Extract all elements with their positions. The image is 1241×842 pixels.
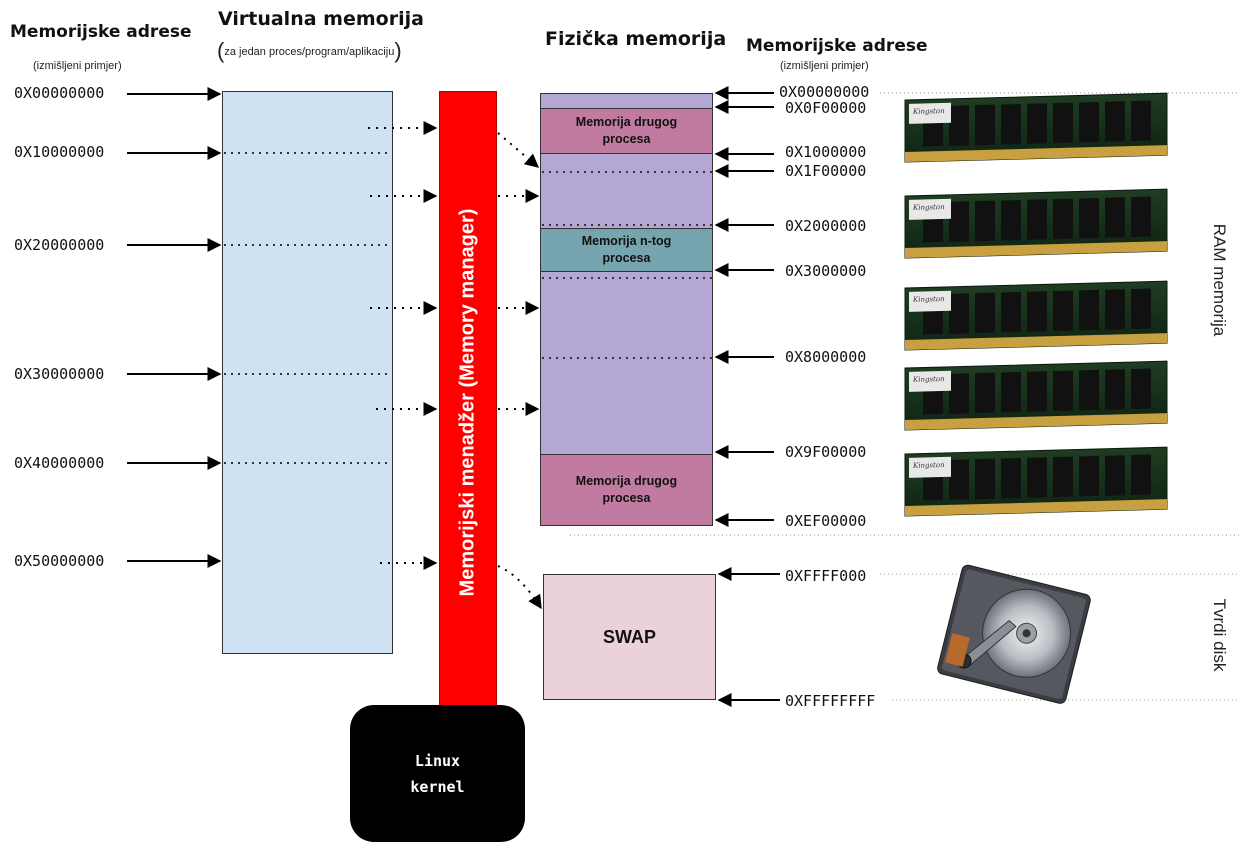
right-address-subheading: (izmišljeni primjer) [780, 60, 869, 72]
virtual-memory-heading: Virtualna memorija [218, 8, 424, 30]
ram-modules: Kingston Kingston Kingston [904, 92, 1168, 517]
physical-address-label: 0X0F00000 [785, 99, 867, 117]
virtual-dotted-lines [224, 152, 392, 464]
segment-label-line2: procesa [602, 491, 651, 505]
ram-module-icon: Kingston [904, 446, 1168, 517]
physical-address-label: 0X1F00000 [785, 162, 867, 180]
virtual-address-label: 0X20000000 [14, 236, 105, 254]
left-address-subheading: (izmišljeni primjer) [33, 60, 122, 72]
physical-address-label: 0XFFFFFFFF [785, 692, 876, 710]
segment-label-line1: Memorija drugog [575, 474, 678, 488]
physical-address-label: 0X9F00000 [785, 443, 867, 461]
ram-module-icon: Kingston [904, 360, 1168, 431]
right-separators [570, 92, 1240, 701]
left-address-heading: Memorijske adrese [10, 22, 192, 42]
virtual-memory-subheading: (za jedan proces/program/aplikaciju) [217, 38, 402, 64]
ram-label-text: Kingston [912, 203, 945, 212]
ram-module-icon: Kingston [904, 188, 1168, 259]
ram-label-text: Kingston [912, 107, 945, 116]
virtual-address-arrows [127, 87, 222, 568]
swap-label: SWAP [602, 626, 656, 647]
mapping-arrows [368, 121, 542, 610]
other-process-segment-top: Memorija drugog procesa [540, 108, 713, 154]
physical-address-label: 0X1000000 [785, 143, 867, 161]
virtual-address-label: 0X00000000 [14, 84, 105, 102]
virtual-address-label: 0X30000000 [14, 365, 105, 383]
hard-disk-icon [937, 564, 1091, 704]
segment-label-line1: Memorija n-tog [581, 234, 672, 248]
paren-close: ) [394, 38, 402, 63]
ram-module-icon: Kingston [904, 92, 1168, 163]
virtual-address-label: 0X40000000 [14, 454, 105, 472]
paren-open: ( [217, 38, 225, 63]
physical-memory-heading: Fizička memorija [545, 28, 727, 50]
nth-process-segment: Memorija n-tog procesa [540, 228, 713, 272]
physical-address-label: 0X2000000 [785, 217, 867, 235]
physical-memory-box [540, 93, 713, 526]
segment-label-line2: procesa [602, 132, 651, 146]
virtual-address-label: 0X10000000 [14, 143, 105, 161]
physical-address-arrows [714, 86, 780, 707]
virtual-memory-box [222, 91, 393, 654]
physical-address-label: 0XEF00000 [785, 512, 867, 530]
physical-address-label: 0XFFFF000 [785, 567, 867, 585]
virtual-memory-subtitle-text: za jedan proces/program/aplikaciju [224, 46, 395, 58]
memory-manager-bar [439, 91, 497, 716]
physical-dotted-lines [542, 171, 712, 359]
ram-label-text: Kingston [912, 295, 945, 304]
virtual-address-label: 0X50000000 [14, 552, 105, 570]
physical-address-label: 0X00000000 [779, 83, 870, 101]
other-process-segment-bottom: Memorija drugog procesa [540, 454, 713, 526]
ram-label-text: Kingston [912, 461, 945, 470]
linux-kernel-block: Linux kernel [350, 705, 525, 842]
segment-label-line1: Memorija drugog [575, 115, 678, 129]
segment-label-line2: procesa [602, 251, 651, 265]
kernel-label-line2: kernel [410, 777, 465, 796]
right-address-heading: Memorijske adrese [746, 36, 928, 56]
physical-address-label: 0X8000000 [785, 348, 867, 366]
ram-label-text: Kingston [912, 375, 945, 384]
kernel-label-line1: Linux [414, 751, 461, 770]
physical-address-label: 0X3000000 [785, 262, 867, 280]
swap-segment: SWAP [543, 574, 716, 700]
ram-module-icon: Kingston [904, 280, 1168, 351]
